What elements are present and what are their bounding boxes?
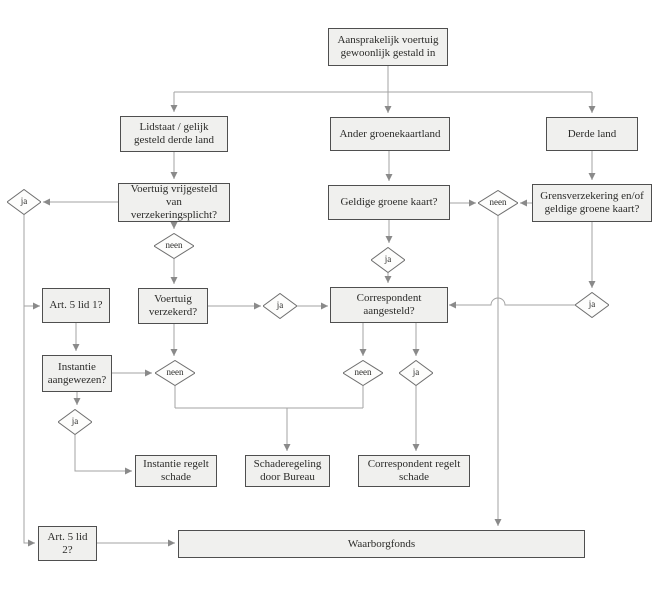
node-voertuig-vrijgesteld: Voertuig vrijgesteld van verzekeringspli… (118, 183, 230, 222)
node-correspondent-aangesteld-label: Correspondent aangesteld? (356, 292, 422, 317)
node-waarborgfonds: Waarborgfonds (178, 530, 585, 558)
node-start-label: Aansprakelijk voertuig gewoonlijk gestal… (337, 34, 439, 59)
node-art5-lid2-label: Art. 5 lid 2? (47, 530, 88, 556)
decision-correspondent-ja: ja (399, 360, 433, 386)
diamond-shape (478, 190, 518, 216)
node-correspondent-regelt-label: Correspondent regelt schade (367, 458, 461, 483)
node-lidstaat: Lidstaat / gelijk gesteld derde land (120, 116, 228, 152)
node-derde-land: Derde land (546, 117, 638, 151)
node-voertuig-vrijgesteld-label: Voertuig vrijgesteld van verzekeringspli… (130, 183, 218, 221)
node-grensverzekering: Grensverzekering en/of geldige groene ka… (532, 184, 652, 222)
node-art5-lid2: Art. 5 lid 2? (38, 526, 97, 561)
node-art5-lid1-label: Art. 5 lid 1? (49, 299, 103, 312)
node-grensverzekering-label: Grensverzekering en/of geldige groene ka… (540, 190, 644, 215)
decision-label: ja (384, 254, 392, 265)
decision-instantie-ja: ja (58, 409, 92, 435)
node-waarborgfonds-label: Waarborgfonds (347, 537, 416, 550)
decision-label: neen (166, 367, 184, 378)
diamond-shape (154, 233, 194, 259)
diamond-shape (575, 292, 609, 318)
decision-verzekerd-ja: ja (263, 293, 297, 319)
decision-label: ja (412, 367, 420, 378)
node-schaderegeling-bureau-label: Schaderegeling door Bureau (253, 458, 322, 483)
diamond-shape (58, 409, 92, 435)
node-geldige-groene-kaart-label: Geldige groene kaart? (340, 196, 438, 209)
node-voertuig-verzekerd: Voertuig verzekerd? (138, 288, 208, 324)
node-voertuig-verzekerd-label: Voertuig verzekerd? (148, 293, 198, 318)
node-start: Aansprakelijk voertuig gewoonlijk gestal… (328, 28, 448, 66)
decision-label: neen (489, 197, 507, 208)
node-art5-lid1: Art. 5 lid 1? (42, 288, 110, 323)
decision-label: ja (276, 300, 284, 311)
decision-label: ja (588, 299, 596, 310)
node-lidstaat-label: Lidstaat / gelijk gesteld derde land (133, 121, 215, 146)
node-correspondent-regelt: Correspondent regelt schade (358, 455, 470, 487)
connector-ja-art5lid2 (23, 215, 35, 547)
diamond-shape (263, 293, 297, 319)
diamond-shape (371, 247, 405, 273)
decision-label: neen (354, 367, 372, 378)
diamond-shape (399, 360, 433, 386)
diamond-shape (343, 360, 383, 386)
decision-vrijgesteld-neen: neen (154, 233, 194, 259)
diamond-shape (155, 360, 195, 386)
decision-geldige-ja: ja (371, 247, 405, 273)
node-derde-land-label: Derde land (567, 127, 617, 140)
node-ander-groenekaartland: Ander groenekaartland (330, 117, 450, 151)
node-instantie-regelt-label: Instantie regelt schade (143, 458, 209, 483)
node-geldige-groene-kaart: Geldige groene kaart? (328, 185, 450, 220)
decision-vrijgesteld-ja: ja (7, 189, 41, 215)
decision-groenekaart-neen: neen (478, 190, 518, 216)
decision-grensverzekering-ja: ja (575, 292, 609, 318)
decision-label: ja (71, 416, 79, 427)
decision-label: neen (165, 240, 183, 251)
node-correspondent-aangesteld: Correspondent aangesteld? (330, 287, 448, 323)
connector-ja-correspondent-hop (449, 297, 575, 309)
node-ander-groenekaartland-label: Ander groenekaartland (339, 127, 441, 140)
connector-ja-instantieregelt (74, 435, 132, 475)
node-schaderegeling-bureau: Schaderegeling door Bureau (245, 455, 330, 487)
decision-verzekerd-neen: neen (155, 360, 195, 386)
node-instantie-aangewezen-label: Instantie aangewezen? (47, 360, 107, 386)
node-instantie-regelt: Instantie regelt schade (135, 455, 217, 487)
decision-correspondent-neen: neen (343, 360, 383, 386)
node-instantie-aangewezen: Instantie aangewezen? (42, 355, 112, 392)
diamond-shape (7, 189, 41, 215)
decision-label: ja (20, 196, 28, 207)
